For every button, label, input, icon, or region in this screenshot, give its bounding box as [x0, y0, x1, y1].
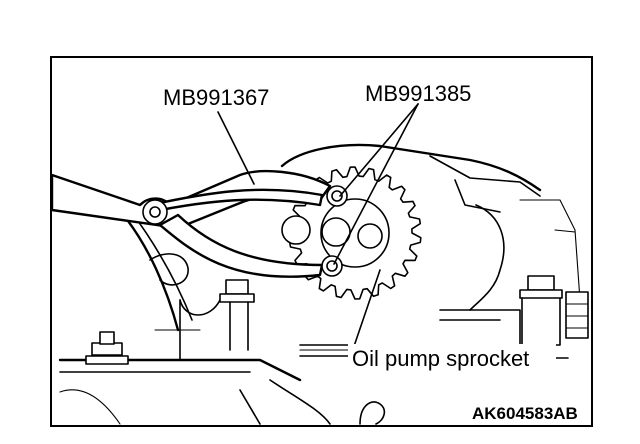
sprocket-hole	[357, 223, 383, 249]
tool-pin	[321, 255, 343, 277]
engine-background	[58, 143, 589, 425]
leader-lines	[217, 103, 569, 359]
sprocket-hole	[281, 215, 311, 245]
label-mb991385: MB991385	[365, 81, 471, 106]
label-oil-pump-sprocket: Oil pump sprocket	[352, 346, 529, 371]
tool-pin	[326, 185, 348, 207]
mb991367-holder-tool	[50, 170, 348, 278]
label-mb991367: MB991367	[163, 85, 269, 110]
figure-code: AK604583AB	[472, 404, 578, 423]
